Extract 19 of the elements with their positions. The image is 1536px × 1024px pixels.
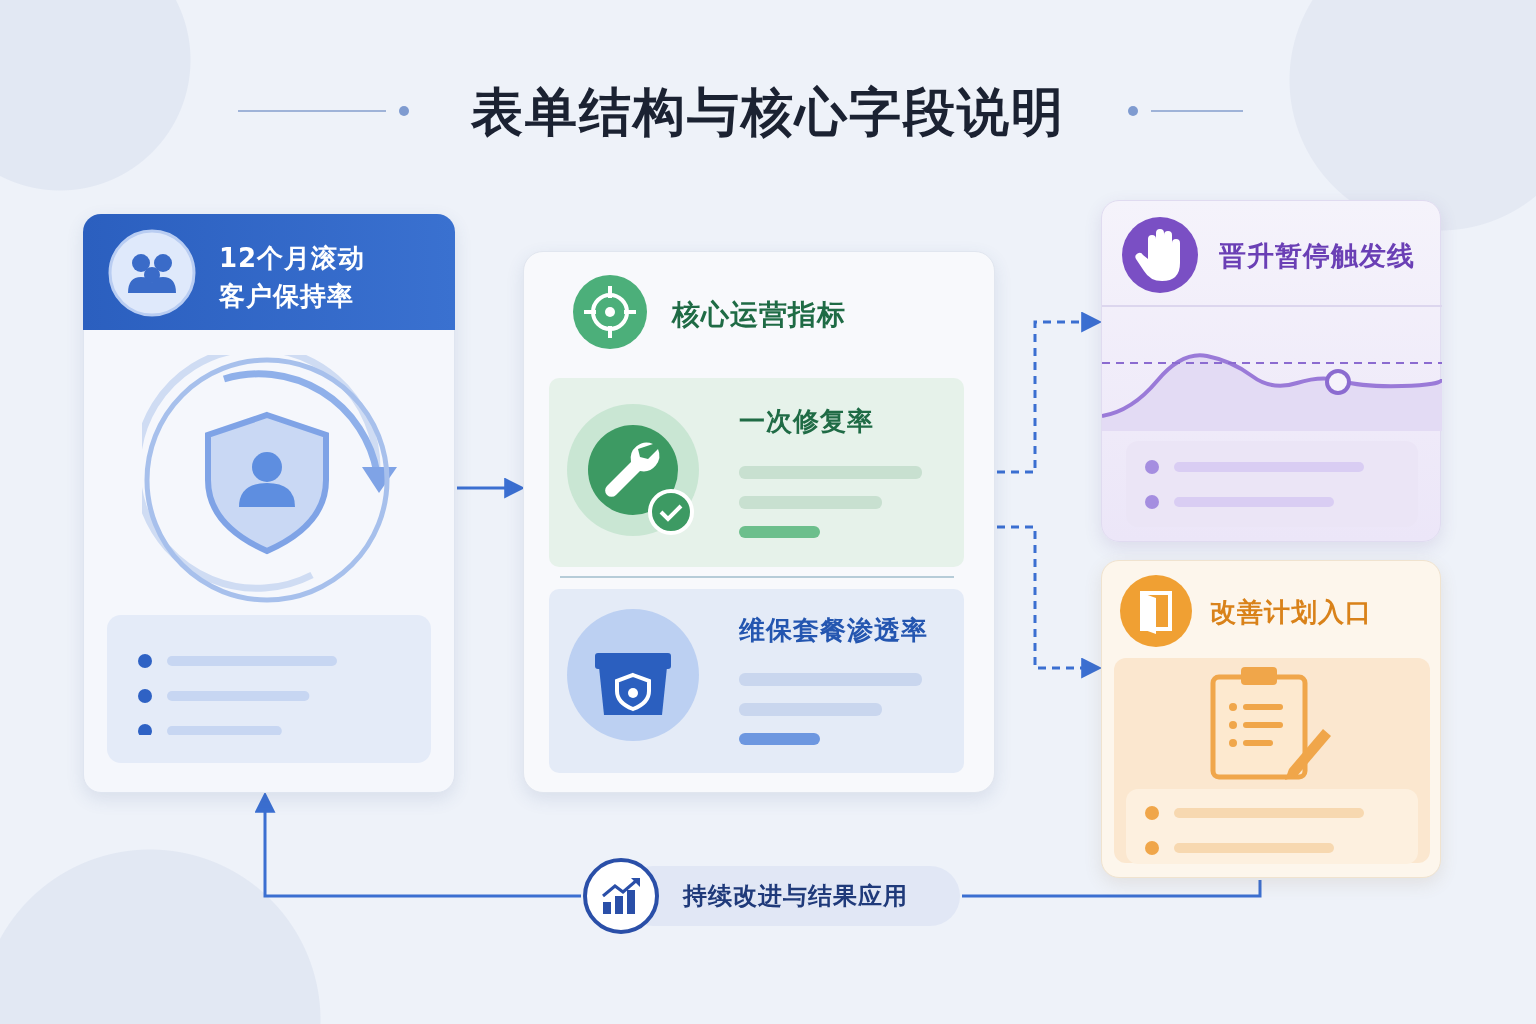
connector-line — [962, 880, 1262, 898]
metric-panel — [549, 378, 964, 567]
retention-card — [83, 214, 455, 793]
node-title: 12个月滚动客户保持率 — [219, 242, 367, 313]
trigger-card — [1101, 200, 1441, 542]
node-title: 维保套餐渗透率 — [739, 614, 928, 647]
node-title: 改善计划入口 — [1210, 596, 1372, 629]
metric-panel — [549, 589, 964, 773]
node-title: 持续改进与结果应用 — [683, 881, 908, 912]
dashed-arrow — [997, 311, 1103, 474]
feedback-node — [583, 858, 960, 934]
node-title: 核心运营指标 — [672, 297, 846, 333]
dashed-arrow — [997, 525, 1103, 679]
metrics-card — [523, 251, 995, 793]
plan-card — [1101, 560, 1441, 878]
node-title: 一次修复率 — [739, 405, 874, 438]
arrow — [254, 791, 581, 898]
node-title: 晋升暂停触发线 — [1219, 239, 1415, 273]
diagram-title: 表单结构与核心字段说明 — [471, 82, 1065, 142]
